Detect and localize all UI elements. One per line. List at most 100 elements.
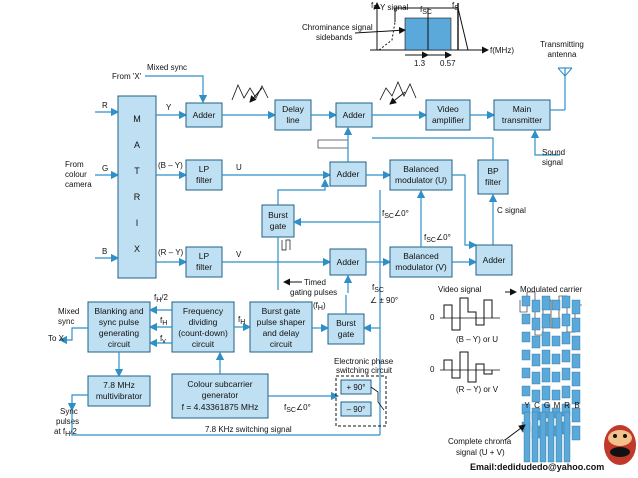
- carrier-segment: [561, 331, 571, 345]
- burst-sketch: [317, 139, 349, 149]
- sound-signal-label-1: Sound: [542, 148, 565, 157]
- main-transmitter-block: [493, 99, 551, 131]
- svg-text:(count-down): (count-down): [178, 328, 228, 338]
- composite-waveform-sketch: [379, 80, 417, 101]
- carrier-segment: [571, 335, 581, 351]
- eps-title-2: switching circuit: [336, 366, 393, 375]
- bar-r: R: [564, 401, 570, 410]
- svg-text:X: X: [134, 244, 140, 254]
- carrier-segment: [571, 299, 581, 315]
- osc-out-label: fSC∠0°: [284, 403, 311, 414]
- svg-text:Colour subcarrier: Colour subcarrier: [187, 379, 252, 389]
- fmhz-label: f(MHz): [490, 46, 514, 55]
- carrier-segment: [531, 353, 541, 367]
- carrier-segment: [551, 299, 561, 311]
- carrier-segment: [571, 353, 581, 369]
- sync-pulses-label-3: at fH/2: [54, 427, 77, 438]
- switching-signal-label: 7.8 KHz switching signal: [205, 425, 292, 434]
- svg-text:Blanking and: Blanking and: [94, 306, 143, 316]
- video-amplifier-block: [425, 99, 471, 131]
- svg-text:line: line: [286, 115, 300, 125]
- fsc-label: fSC: [420, 5, 432, 16]
- matrix-letters: M A T R I X: [133, 114, 141, 254]
- svg-text:f = 4.43361875 MHz: f = 4.43361875 MHz: [182, 402, 259, 412]
- carrier-segment: [531, 389, 541, 403]
- adder-u-block: [329, 161, 367, 187]
- fh-label: fH: [160, 316, 167, 327]
- burst-gate-pulse-shaper-block: [249, 301, 313, 353]
- carrier-segment: [521, 367, 531, 379]
- chroma-segment: [531, 411, 539, 463]
- carrier-segment: [541, 385, 551, 401]
- antenna-icon: [557, 67, 573, 110]
- switch-icon: [370, 386, 385, 411]
- avatar: [604, 425, 636, 465]
- bar-g: G: [544, 401, 550, 410]
- svg-text:Adder: Adder: [337, 169, 360, 179]
- chroma-label-2: signal (U + V): [456, 448, 505, 457]
- svg-text:Adder: Adder: [337, 257, 360, 267]
- chroma-segment: [547, 411, 555, 463]
- timed-label-2: gating pulses: [290, 288, 337, 297]
- carrier-segment: [531, 335, 541, 349]
- camera-label-2: colour: [65, 170, 87, 179]
- modulated-carrier-label: Modulated carrier: [520, 285, 583, 294]
- svg-text:gate: gate: [270, 221, 287, 231]
- carrier-segment: [541, 367, 551, 383]
- bar-b: B: [574, 401, 579, 410]
- carrier-segment: [561, 367, 571, 381]
- svg-text:Burst: Burst: [268, 210, 288, 220]
- modulated-carrier-graphic: [521, 295, 581, 463]
- adder-c-block: [475, 244, 513, 276]
- chroma-segment: [539, 411, 547, 463]
- carrier-segment: [521, 295, 531, 307]
- fsc-0-label: fSC∠0°: [382, 209, 409, 220]
- carrier-segment: [531, 371, 541, 385]
- mixed-sync-out-1: Mixed: [58, 307, 79, 316]
- svg-text:+ 90°: + 90°: [347, 383, 366, 392]
- svg-text:dividing: dividing: [189, 317, 218, 327]
- input-b: B: [102, 247, 107, 256]
- camera-label-1: From: [65, 160, 84, 169]
- c-signal-label: C signal: [497, 206, 526, 215]
- y-waveform-sketch: [231, 83, 269, 101]
- svg-text:R: R: [134, 192, 141, 202]
- svg-text:Main: Main: [513, 104, 532, 114]
- antenna-label-1: Transmitting: [540, 40, 584, 49]
- svg-text:gate: gate: [338, 329, 355, 339]
- carrier-segment: [551, 353, 561, 365]
- carrier-segment: [541, 349, 551, 365]
- pm90-label: ∠ ± 90°: [370, 296, 398, 305]
- sync-pulses-label-1: Sync: [60, 407, 78, 416]
- carrier-segment: [571, 407, 581, 423]
- carrier-segment: [571, 317, 581, 333]
- fh-in-label: fH: [238, 315, 245, 326]
- svg-text:M: M: [133, 114, 141, 124]
- svg-text:filter: filter: [485, 177, 501, 187]
- svg-text:7.8 MHz: 7.8 MHz: [103, 380, 135, 390]
- svg-text:transmitter: transmitter: [502, 115, 542, 125]
- carrier-segment: [551, 317, 561, 329]
- multivibrator-block: [87, 375, 151, 407]
- lp-filter-u-block: [185, 159, 223, 191]
- svg-text:LP: LP: [199, 251, 210, 261]
- fsc-out-label: fSC∠0°: [424, 233, 451, 244]
- eps-frame: [335, 375, 387, 427]
- u-waveform: [443, 297, 493, 331]
- svg-text:multivibrator: multivibrator: [96, 391, 142, 401]
- carrier-segment: [551, 335, 561, 347]
- zero-top: 0: [430, 313, 435, 322]
- carrier-segment: [521, 331, 531, 343]
- mixed-sync-out-2: sync: [58, 317, 74, 326]
- svg-text:Video: Video: [437, 104, 459, 114]
- gate-pulse-sketch: [281, 239, 291, 251]
- svg-text:Adder: Adder: [483, 255, 506, 265]
- balanced-modulator-u-block: [389, 159, 453, 191]
- svg-text:Delay: Delay: [282, 104, 304, 114]
- frequency-dividing-block: [171, 301, 235, 353]
- svg-text:circuit: circuit: [108, 339, 131, 349]
- svg-text:Burst: Burst: [336, 318, 356, 328]
- matrix-block: [117, 95, 157, 279]
- carrier-segment: [561, 385, 571, 399]
- chroma-sidebands-label-2: sidebands: [316, 33, 352, 42]
